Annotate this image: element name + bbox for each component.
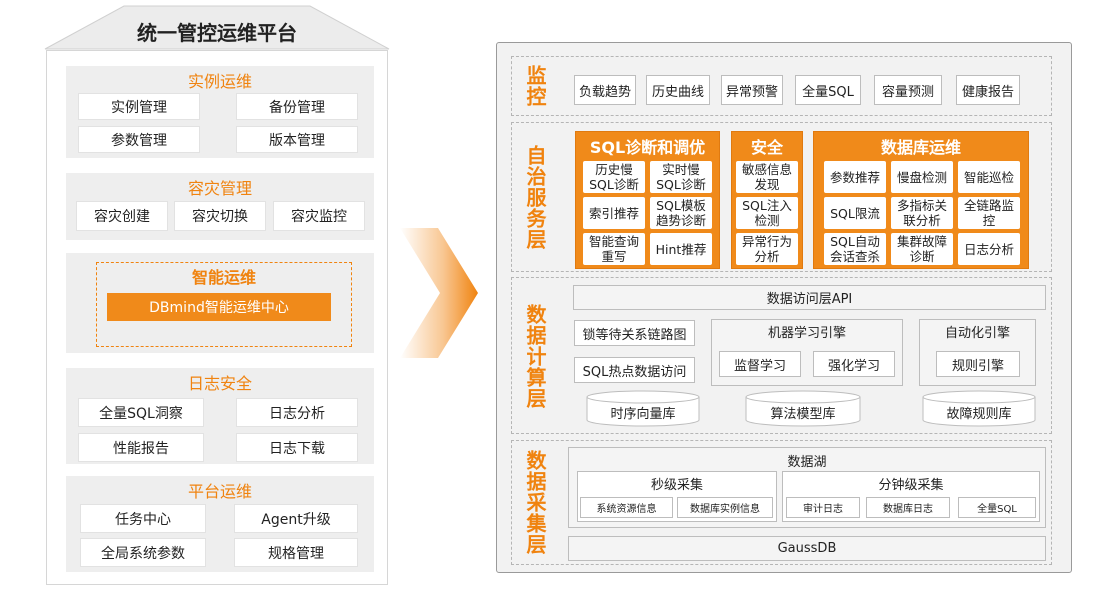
- automation-engine-title: 自动化引擎: [944, 325, 1010, 341]
- system-resource-info[interactable]: 系统资源信息: [580, 497, 673, 518]
- layer-monitor: [511, 56, 1052, 116]
- section-ops-title: 平台运维: [187, 482, 252, 501]
- dbops-sql-throttle[interactable]: SQL限流: [824, 197, 886, 229]
- supervised-learning[interactable]: 监督学习: [719, 351, 801, 377]
- sql-history-slow[interactable]: 历史慢SQL诊断: [583, 161, 645, 193]
- sql-index-recommend[interactable]: 索引推荐: [583, 197, 645, 229]
- security-sensitive-info[interactable]: 敏感信息发现: [736, 161, 798, 193]
- section-dr-title: 容灾管理: [187, 179, 252, 198]
- dbops-param-recommend[interactable]: 参数推荐: [824, 161, 886, 193]
- full-sql-insight-button[interactable]: 全量SQL洞察: [78, 398, 204, 427]
- dbops-smart-inspection[interactable]: 智能巡检: [958, 161, 1020, 193]
- fault-rule-store-icon: [922, 390, 1036, 427]
- minute-collect-title: 分钟级采集: [878, 477, 944, 493]
- fault-rule-store-label: 故障规则库: [946, 406, 1012, 422]
- dr-switch-button[interactable]: 容灾切换: [174, 201, 266, 231]
- timeseries-store-icon: [586, 390, 700, 427]
- lock-wait-graph[interactable]: 锁等待关系链路图: [574, 320, 695, 346]
- spec-manage-button[interactable]: 规格管理: [234, 538, 358, 567]
- perf-report-button[interactable]: 性能报告: [78, 433, 204, 462]
- layer-autonomous: [511, 122, 1052, 272]
- sql-hint-recommend[interactable]: Hint推荐: [650, 233, 712, 265]
- sql-diagnosis-title: SQL诊断和调优: [589, 138, 706, 157]
- layer-compute-label: 数据计算层: [523, 303, 547, 409]
- security-abnormal-behavior[interactable]: 异常行为分析: [736, 233, 798, 265]
- task-center-button[interactable]: 任务中心: [80, 504, 206, 533]
- algorithm-store-icon: [745, 390, 861, 427]
- backup-manage-button[interactable]: 备份管理: [236, 93, 358, 120]
- sql-hotspot-access[interactable]: SQL热点数据访问: [574, 357, 695, 383]
- dbmind-center-button[interactable]: DBmind智能运维中心: [107, 293, 331, 321]
- log-download-button[interactable]: 日志下载: [236, 433, 358, 462]
- layer-collect-label: 数据采集层: [523, 449, 547, 555]
- dbops-full-link[interactable]: 全链路监控: [958, 197, 1020, 229]
- dr-create-button[interactable]: 容灾创建: [76, 201, 168, 231]
- security-sql-injection[interactable]: SQL注入检测: [736, 197, 798, 229]
- dbops-session-kill[interactable]: SQL自动会话查杀: [824, 233, 886, 265]
- version-manage-button[interactable]: 版本管理: [236, 126, 358, 153]
- algorithm-store-label: 算法模型库: [770, 406, 836, 422]
- dbops-slow-disk[interactable]: 慢盘检测: [891, 161, 953, 193]
- gaussdb-bar[interactable]: GaussDB: [568, 536, 1046, 561]
- security-title: 安全: [750, 138, 783, 157]
- monitor-history-curve[interactable]: 历史曲线: [646, 75, 710, 105]
- ai-dashed-frame: [96, 262, 352, 347]
- section-ai-title: 智能运维: [191, 268, 256, 287]
- sql-smart-rewrite[interactable]: 智能查询重写: [583, 233, 645, 265]
- db-ops-title: 数据库运维: [880, 138, 961, 157]
- layer-compute: [511, 277, 1052, 434]
- monitor-anomaly-alert[interactable]: 异常预警: [721, 75, 783, 105]
- instance-manage-button[interactable]: 实例管理: [78, 93, 200, 120]
- section-instance-title: 实例运维: [187, 72, 252, 91]
- flow-arrow-icon: [400, 228, 478, 358]
- db-instance-info[interactable]: 数据库实例信息: [677, 497, 773, 518]
- dbops-log-analysis[interactable]: 日志分析: [958, 233, 1020, 265]
- layer-monitor-label: 监控: [523, 65, 547, 107]
- agent-upgrade-button[interactable]: Agent升级: [234, 504, 358, 533]
- log-analysis-button[interactable]: 日志分析: [236, 398, 358, 427]
- monitor-health-report[interactable]: 健康报告: [956, 75, 1020, 105]
- layer-autonomous-label: 自治服务层: [523, 144, 547, 250]
- db-log[interactable]: 数据库日志: [866, 497, 950, 518]
- dbops-multi-metric[interactable]: 多指标关联分析: [891, 197, 953, 229]
- platform-roof: [44, 5, 390, 50]
- timeseries-store-label: 时序向量库: [610, 406, 676, 422]
- monitor-full-sql[interactable]: 全量SQL: [795, 75, 861, 105]
- reinforcement-learning[interactable]: 强化学习: [813, 351, 895, 377]
- sql-template-trend[interactable]: SQL模板趋势诊断: [650, 197, 712, 229]
- param-manage-button[interactable]: 参数管理: [78, 126, 200, 153]
- data-lake-title: 数据湖: [787, 454, 827, 470]
- ml-engine-title: 机器学习引擎: [767, 325, 846, 341]
- data-access-api[interactable]: 数据访问层API: [573, 285, 1046, 310]
- platform-title: 统一管控运维平台: [137, 20, 297, 45]
- second-collect-title: 秒级采集: [650, 477, 703, 493]
- full-sql-collect[interactable]: 全量SQL: [958, 497, 1036, 518]
- dbops-cluster-fault[interactable]: 集群故障诊断: [891, 233, 953, 265]
- layer-collect: [511, 440, 1052, 565]
- section-log-title: 日志安全: [187, 374, 252, 393]
- audit-log[interactable]: 审计日志: [786, 497, 860, 518]
- global-params-button[interactable]: 全局系统参数: [80, 538, 206, 567]
- monitor-capacity-forecast[interactable]: 容量预测: [874, 75, 942, 105]
- dr-monitor-button[interactable]: 容灾监控: [273, 201, 365, 231]
- rule-engine[interactable]: 规则引擎: [936, 351, 1020, 377]
- sql-realtime-slow[interactable]: 实时慢SQL诊断: [650, 161, 712, 193]
- monitor-load-trend[interactable]: 负载趋势: [574, 75, 636, 105]
